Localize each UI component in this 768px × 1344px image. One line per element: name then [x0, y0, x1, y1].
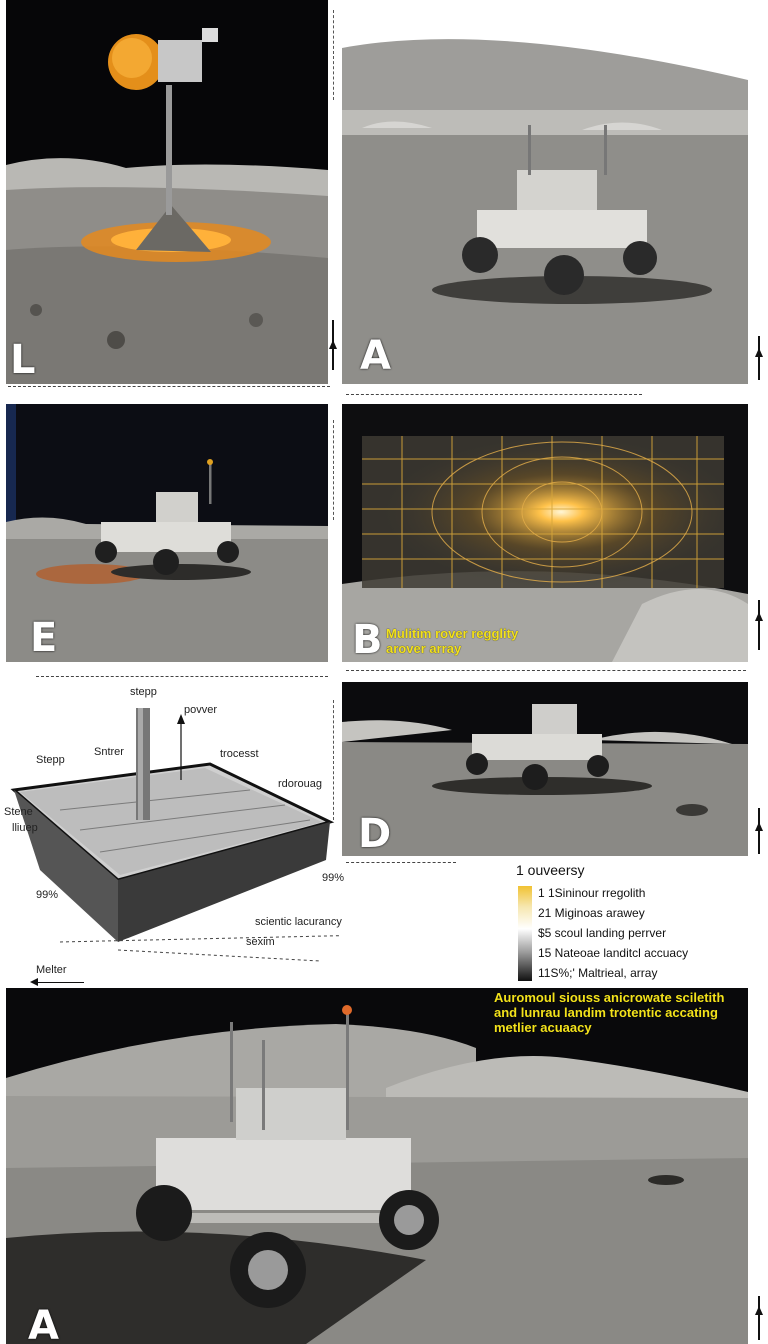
panel-letter-d: D: [358, 811, 392, 856]
legend-item-4: 15 Nateoae landitcl accuacy: [538, 946, 689, 960]
rover-scene-top: [342, 0, 748, 384]
panel-a-bottom-caption-line2: and lunrau landim trotentic accating: [494, 1005, 718, 1020]
panel-b-caption: Mulitim rover regglity arover array: [386, 626, 518, 656]
diagram-label-pct-right: 99%: [322, 872, 345, 884]
panel-a-bottom-caption-line1: Auromoul siouss anicrowate sciletith: [494, 990, 725, 1005]
diagram-label-trocesst: trocesst: [220, 748, 259, 760]
panel-a-bottom-caption-line3: metlier acuaacy: [494, 1020, 592, 1035]
diagram-block-illustration: [0, 680, 340, 980]
diagram-regolith-block: [0, 680, 340, 980]
row1-dashed-guide-right: [346, 394, 642, 395]
diagram-label-scientic: scientic lacurancy: [255, 916, 342, 928]
panel-letter-b: B: [352, 617, 383, 662]
legend-item-1: 1 1Sininour rregolith: [538, 886, 646, 900]
row3-dashed-divider: [333, 700, 334, 820]
row2-dashed-guide-right: [346, 670, 746, 671]
row1-dashed-divider: [333, 10, 334, 100]
diagram-label-sntrer: Sntrer: [94, 746, 124, 758]
rover-scene-e: [6, 404, 328, 662]
panel-b-sensor-array: B Mulitim rover regglity arover array: [342, 404, 748, 662]
panel-a-bottom-caption: Auromoul siouss anicrowate sciletith and…: [494, 990, 724, 1035]
bottom-tick-right: [758, 1296, 760, 1340]
diagram-label-melter: Melter: [36, 964, 67, 976]
melter-arrow-head: [30, 978, 38, 986]
melter-arrow-line: [36, 982, 84, 983]
panel-e-rover-horizon: E: [6, 404, 328, 662]
diagram-label-stepp-top: stepp: [130, 686, 157, 698]
diagram-label-stene: Stene: [4, 806, 33, 818]
diagram-label-sexim: sexim: [246, 936, 275, 948]
rover-scene-large: [6, 988, 748, 1344]
diagram-label-power: povver: [184, 704, 218, 716]
diagram-label-pct-left: 99%: [36, 889, 59, 901]
panel-a-rover-top: A: [342, 0, 748, 384]
row2-dashed-guide-left: [36, 676, 328, 677]
sensor-array-scene: [342, 404, 748, 662]
row2-tick-right: [758, 600, 760, 650]
legend-box: 1 ouveersy 1 1Sininour rregolith 21 Migi…: [506, 860, 746, 988]
diagram-label-lliuep: lliuep: [12, 822, 38, 834]
legend-title: 1 ouveersy: [516, 862, 585, 878]
lander-beacon-scene: [6, 0, 328, 384]
row1-tick-right: [758, 336, 760, 380]
panel-letter-e: E: [30, 615, 58, 661]
legend-item-5: 11S%;' Maltrieal, array: [538, 966, 658, 980]
row1-dashed-guide-left: [8, 386, 330, 387]
row2-dashed-divider: [333, 420, 334, 520]
panel-b-caption-line1: Mulitim rover regglity: [386, 626, 519, 641]
diagram-label-rdorouag: rdorouag: [278, 778, 323, 790]
panel-l-lander-beacon: L: [6, 0, 328, 384]
row3-dashed-guide-right: [346, 862, 456, 863]
panel-b-caption-line2: arover array: [386, 641, 462, 656]
row3-tick-right: [758, 808, 760, 854]
row1-tick-left: [332, 320, 334, 370]
diagram-label-stepp-left: Stepp: [36, 754, 65, 766]
panel-letter-a-top: A: [360, 333, 391, 379]
panel-a-rover-large: A Auromoul siouss anicrowate sciletith a…: [6, 988, 748, 1344]
legend-item-3: $5 scoul landing perrver: [538, 926, 667, 940]
panel-letter-a-bottom: A: [28, 1303, 59, 1344]
panel-d-rover-plain: D: [342, 682, 748, 856]
legend-item-2: 21 Miginoas arawey: [538, 906, 645, 920]
legend-color-bar: [518, 886, 532, 981]
panel-letter-l: L: [10, 337, 36, 383]
rover-scene-d: [342, 682, 748, 856]
